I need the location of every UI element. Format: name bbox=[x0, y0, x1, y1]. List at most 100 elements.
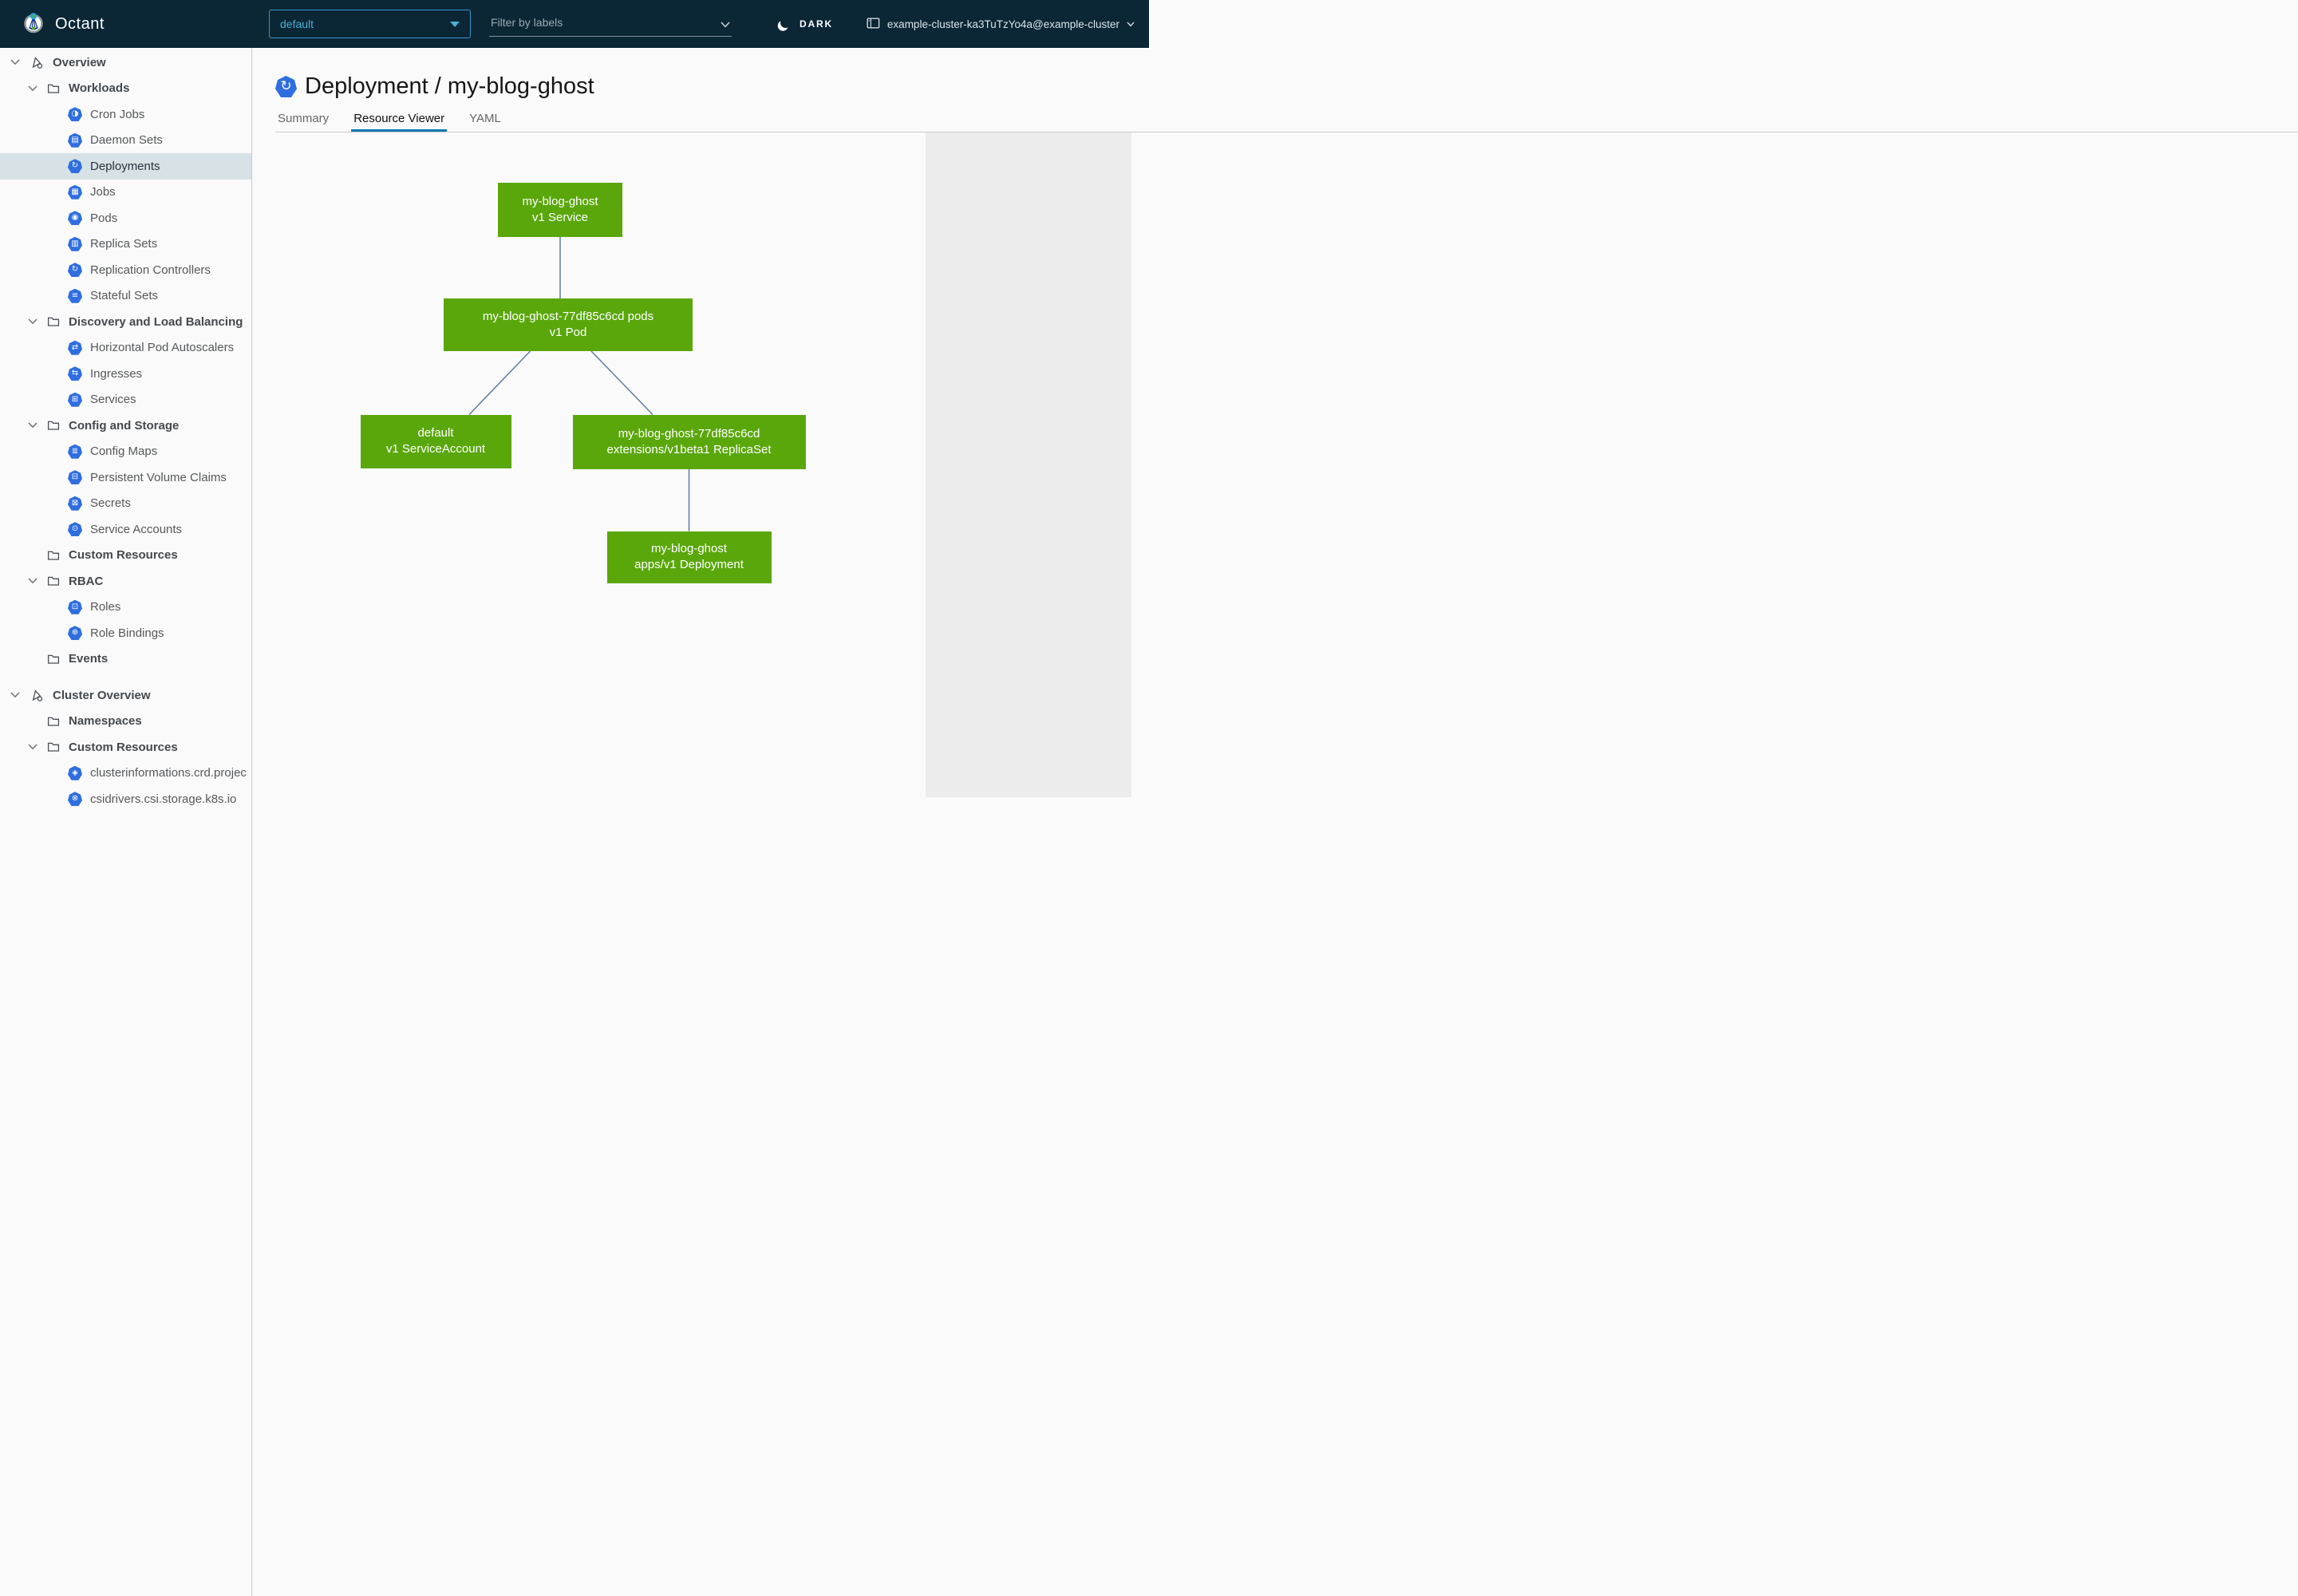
sidebar-item-config-and-storage[interactable]: Config and Storage bbox=[0, 413, 251, 439]
sidebar-item-label: Jobs bbox=[90, 185, 116, 200]
sidebar-item-cluster-overview[interactable]: Cluster Overview bbox=[0, 682, 251, 709]
sidebar-item-label: Persistent Volume Claims bbox=[90, 470, 227, 484]
sidebar-item-pods[interactable]: ◉Pods bbox=[0, 205, 251, 231]
sidebar-item-discovery-and-load-balancing[interactable]: Discovery and Load Balancing bbox=[0, 309, 251, 335]
chevron-down-icon[interactable] bbox=[27, 578, 38, 584]
tab-summary[interactable]: Summary bbox=[278, 112, 330, 125]
chevron-down-icon bbox=[27, 718, 38, 725]
sidebar-item-clusterinformations-crd-projec[interactable]: ◈ clusterinformations.crd.projec bbox=[0, 760, 251, 787]
sidebar-item-events[interactable]: Events bbox=[0, 646, 251, 673]
chevron-down-icon[interactable] bbox=[10, 59, 21, 65]
sidebar-item-deployments[interactable]: ↻Deployments bbox=[0, 153, 251, 180]
octant-logo-icon bbox=[22, 11, 45, 38]
branding: Octant bbox=[0, 11, 269, 38]
chevron-down-icon[interactable] bbox=[721, 18, 730, 32]
cluster-context-label: example-cluster-ka3TuTzYo4a@example-clus… bbox=[886, 18, 1119, 30]
caret-down-icon bbox=[450, 21, 460, 27]
sidebar-item-daemon-sets[interactable]: ▤ Daemon Sets bbox=[0, 128, 251, 154]
chevron-down-icon bbox=[1127, 22, 1135, 26]
sidebar-item-replication-controllers[interactable]: ↻Replication Controllers bbox=[0, 257, 251, 283]
chevron-down-icon[interactable] bbox=[10, 692, 21, 698]
sidebar-item-label: Cron Jobs bbox=[90, 107, 145, 121]
sidebar-item-label: clusterinformations.crd.projec bbox=[90, 766, 247, 780]
sidebar-item-config-maps[interactable]: ≣Config Maps bbox=[0, 439, 251, 465]
sidebar-item-roles[interactable]: ⊡ Roles bbox=[0, 595, 251, 621]
roles-icon: ⊡ bbox=[68, 599, 82, 614]
sidebar-item-label: Services bbox=[90, 393, 136, 407]
chevron-down-icon[interactable] bbox=[27, 318, 38, 325]
sidebar-item-cron-jobs[interactable]: ◑ Cron Jobs bbox=[0, 101, 251, 128]
node-name: my-blog-ghost bbox=[522, 194, 598, 208]
sidebar-item-label: Replica Sets bbox=[90, 237, 158, 251]
sidebar-item-overview[interactable]: Overview bbox=[0, 49, 251, 76]
stateful-sets-icon: ≡ bbox=[68, 288, 82, 303]
jobs-icon: ▦ bbox=[68, 184, 82, 200]
tab-resource-viewer[interactable]: Resource Viewer bbox=[351, 112, 448, 132]
node-name: my-blog-ghost bbox=[650, 542, 728, 555]
tab-yaml[interactable]: YAML bbox=[469, 112, 501, 125]
sidebar-item-jobs[interactable]: ▦ Jobs bbox=[0, 180, 251, 206]
sidebar-item-label: Config and Storage bbox=[69, 418, 180, 433]
folder-icon bbox=[47, 316, 60, 327]
sidebar-item-namespaces[interactable]: Namespaces bbox=[0, 709, 251, 735]
sidebar-item-label: Secrets bbox=[90, 496, 131, 511]
chevron-down-icon[interactable] bbox=[27, 422, 38, 429]
content-head: ↻ Deployment / my-blog-ghost Summary Res… bbox=[252, 73, 2298, 132]
persistent-volume-claims-icon: ⊟ bbox=[68, 470, 82, 485]
node-kind: extensions/v1beta1 ReplicaSet bbox=[606, 442, 772, 456]
app-header: Octant default DARK example-cluster-ka3T… bbox=[0, 0, 1149, 48]
sidebar-item-workloads[interactable]: Workloads bbox=[0, 76, 251, 102]
folder-icon bbox=[47, 420, 60, 431]
sidebar-item-label: Cluster Overview bbox=[53, 688, 151, 702]
replication-controllers-icon: ↻ bbox=[68, 263, 82, 278]
daemon-sets-icon: ▤ bbox=[68, 132, 82, 148]
node-kind: v1 ServiceAccount bbox=[385, 442, 486, 456]
chevron-down-icon[interactable] bbox=[27, 744, 38, 750]
cron-jobs-icon: ◑ bbox=[68, 107, 82, 122]
sidebar-item-service-accounts[interactable]: ⊙ Service Accounts bbox=[0, 516, 251, 543]
sidebar-item-persistent-volume-claims[interactable]: ⊟ Persistent Volume Claims bbox=[0, 464, 251, 491]
sidebar-item-stateful-sets[interactable]: ≡Stateful Sets bbox=[0, 283, 251, 310]
app-title: Octant bbox=[55, 14, 105, 33]
main-content: ↻ Deployment / my-blog-ghost Summary Res… bbox=[252, 48, 2298, 1596]
cluster-icon bbox=[867, 17, 880, 32]
folder-icon bbox=[47, 575, 60, 587]
sidebar-item-role-bindings[interactable]: ⊕Role Bindings bbox=[0, 620, 251, 646]
sidebar-item-label: Service Accounts bbox=[90, 522, 183, 536]
sidebar-item-replica-sets[interactable]: ▥Replica Sets bbox=[0, 231, 251, 258]
dark-mode-toggle[interactable]: DARK bbox=[780, 18, 833, 30]
graph-side-panel bbox=[926, 132, 1131, 797]
namespace-dropdown[interactable]: default bbox=[269, 10, 471, 38]
sidebar-item-services[interactable]: ⊞Services bbox=[0, 387, 251, 413]
custom-resource-icon: ◈ bbox=[68, 765, 82, 780]
ingresses-icon: ⇆ bbox=[68, 366, 82, 381]
sidebar-item-label: Role Bindings bbox=[90, 626, 164, 640]
service-accounts-icon: ⊙ bbox=[68, 522, 82, 537]
node-kind: v1 Pod bbox=[549, 326, 587, 339]
sidebar-item-label: Roles bbox=[90, 600, 121, 614]
chevron-down-icon[interactable] bbox=[27, 85, 38, 92]
sidebar-item-secrets[interactable]: ⊠Secrets bbox=[0, 491, 251, 517]
cluster-context-selector[interactable]: example-cluster-ka3TuTzYo4a@example-clus… bbox=[867, 17, 1135, 32]
sidebar-item-rbac[interactable]: RBAC bbox=[0, 568, 251, 595]
sidebar-item-label: RBAC bbox=[69, 574, 104, 588]
sidebar-item-ingresses[interactable]: ⇆Ingresses bbox=[0, 361, 251, 387]
sidebar-item-label: Workloads bbox=[69, 81, 130, 96]
sidebar-item-custom-resources[interactable]: Custom Resources bbox=[0, 543, 251, 569]
sidebar-item-label: Custom Resources bbox=[69, 740, 178, 754]
sidebar-item-custom-resources[interactable]: Custom Resources bbox=[0, 734, 251, 760]
label-filter-input[interactable] bbox=[489, 11, 732, 37]
pods-icon: ◉ bbox=[68, 211, 82, 226]
sidebar-item-label: Daemon Sets bbox=[90, 133, 163, 148]
sidebar-item-label: Overview bbox=[53, 55, 106, 69]
sidebar-item-horizontal-pod-autoscalers[interactable]: ⇄Horizontal Pod Autoscalers bbox=[0, 335, 251, 361]
label-filter bbox=[489, 11, 732, 37]
sidebar-item-csidrivers-csi-storage-k8s-io[interactable]: ⊗csidrivers.csi.storage.k8s.io bbox=[0, 786, 251, 812]
